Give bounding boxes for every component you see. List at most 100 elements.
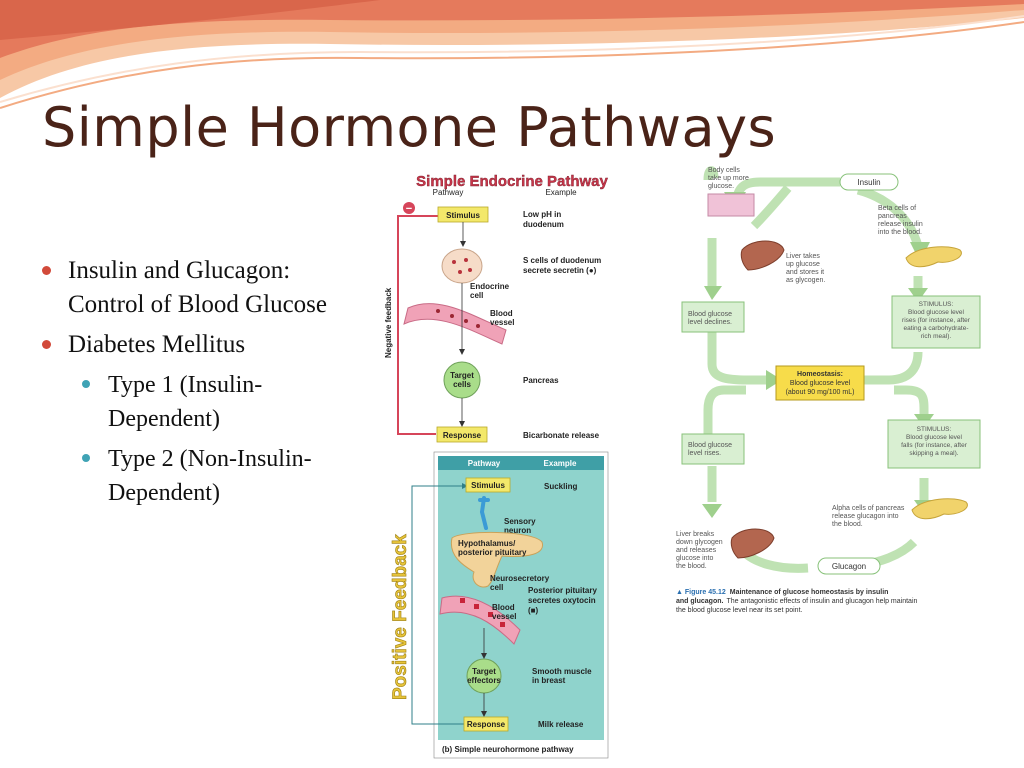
neuro-col-example: Example — [544, 459, 577, 468]
liver-takes-3: and stores it — [786, 269, 824, 276]
neuro-blood-vessel — [439, 595, 521, 645]
neuro-caption: (b) Simple neurohormone pathway — [442, 745, 574, 754]
target-label-2: cells — [453, 380, 471, 389]
stimulus-rise-box — [891, 295, 981, 349]
ex-stimulus-2: duodenum — [523, 220, 564, 229]
neuro-ex-response: Milk release — [538, 720, 584, 729]
pancreas-icon-top — [905, 246, 962, 268]
sensory-label-2: neuron — [504, 526, 531, 535]
neuro-ex-stimulus: Suckling — [544, 482, 577, 491]
response-box — [436, 426, 488, 443]
beta-4: into the blood. — [878, 229, 922, 236]
ex-stimulus-1: Low pH in — [523, 210, 561, 219]
neuro-stimulus-box — [465, 477, 511, 493]
insulin-label: Insulin — [857, 178, 880, 187]
ex-pit-3: (■) — [528, 606, 538, 615]
blood-vessel-label-2: vessel — [490, 318, 514, 327]
positive-feedback-label: Positive Feedback — [390, 534, 411, 700]
ex-pit-1: Posterior pituitary — [528, 586, 597, 595]
alpha-1: Alpha cells of pancreas — [832, 505, 905, 512]
neurohormone-pathway-diagram: Positive Feedback Pathway Example Stimul… — [390, 451, 609, 759]
pancreas-icon-bottom — [911, 498, 968, 520]
neuro-stimulus-label: Stimulus — [471, 481, 505, 490]
col-example: Example — [545, 188, 577, 197]
target-label-1: Target — [450, 371, 474, 380]
liver-breaks-2: down glycogen — [676, 539, 723, 546]
col-pathway: Pathway — [433, 188, 464, 197]
neuro-target-label-2: effectors — [467, 676, 501, 685]
homeostasis-1: Homeostasis: — [797, 371, 843, 378]
bullet-insulin-glucagon: Insulin and Glucagon: Control of Blood G… — [38, 254, 338, 322]
subbullet-type-2: Type 2 (Non-Insulin-Dependent) — [78, 442, 338, 510]
neuro-ex-target-1: Smooth muscle — [532, 667, 592, 676]
stim-rise-4: eating a carbohydrate- — [903, 325, 968, 332]
subbullet-type-1: Type 1 (Insulin-Dependent) — [78, 368, 338, 436]
bg-declines-2: level declines. — [688, 319, 732, 326]
stim-fall-1: STIMULUS: — [917, 426, 952, 433]
ex-pit-2: secretes oxytocin — [528, 596, 596, 605]
alpha-2: release glucagon into — [832, 513, 899, 520]
hypothalamus-shape — [450, 531, 543, 588]
header-banner — [0, 0, 1024, 109]
bullet-diabetes: Diabetes Mellitus — [38, 328, 338, 362]
liver-breaks-1: Liver breaks — [676, 531, 715, 538]
body-cells-image — [707, 193, 755, 217]
bg-rises-box — [681, 433, 745, 465]
blood-vessel — [403, 303, 507, 345]
liver-icon-bottom — [730, 528, 775, 559]
sensory-label-1: Sensory — [504, 517, 536, 526]
svg-text:and glucagon.The antagonistic: and glucagon.The antagonistic effects of… — [676, 598, 918, 605]
neurosec-label-2: cell — [490, 583, 503, 592]
fig-title-2: and glucagon. — [676, 598, 724, 605]
liver-breaks-3: and releases — [676, 547, 717, 554]
beta-2: pancreas — [878, 213, 907, 220]
response-label: Response — [443, 431, 482, 440]
body-cells-3: glucose. — [708, 183, 734, 190]
homeostasis-2: Blood glucose level — [790, 380, 851, 387]
ex-response: Bicarbonate release — [523, 431, 600, 440]
hypo-label-2: posterior pituitary — [458, 548, 527, 557]
ex-cell-2: secrete secretin (●) — [523, 266, 597, 275]
liver-takes-2: up glucose — [786, 261, 820, 268]
endocrine-heading: Simple Endocrine Pathway — [416, 173, 608, 190]
stimulus-label: Stimulus — [446, 211, 480, 220]
minus-icon — [403, 202, 415, 214]
homeostasis-box — [775, 365, 865, 401]
blood-vessel-label-1: Blood — [490, 309, 513, 318]
neuro-response-label: Response — [467, 720, 506, 729]
liver-takes-4: as glycogen. — [786, 277, 825, 284]
liver-icon-top — [740, 240, 785, 271]
minus-sign: − — [406, 203, 412, 215]
sensory-neuron-icon — [478, 496, 490, 530]
body-cells-2: take up more — [708, 175, 749, 182]
liver-takes-1: Liver takes — [786, 253, 820, 260]
neuro-target-label-1: Target — [472, 667, 496, 676]
neurosec-label-1: Neurosecretory — [490, 574, 550, 583]
fig-title: Maintenance of glucose homeostasis by in… — [730, 589, 889, 596]
negative-feedback-label: Negative feedback — [384, 287, 393, 358]
glucagon-label: Glucagon — [832, 562, 866, 571]
endocrine-pathway-diagram: Simple Endocrine Pathway Pathway Example… — [378, 168, 646, 450]
stim-rise-2: Blood glucose level — [908, 309, 965, 316]
bg-rises-2: level rises. — [688, 450, 721, 457]
endocrine-cell-label-1: Endocrine — [470, 282, 510, 291]
endocrine-cell — [441, 248, 483, 284]
neuro-vessel-label-1: Blood — [492, 603, 515, 612]
bg-declines-1: Blood glucose — [688, 311, 732, 318]
stimulus-fall-box — [887, 419, 981, 469]
neuro-ex-target-2: in breast — [532, 676, 566, 685]
liver-breaks-4: glucose into — [676, 555, 713, 562]
fig-label: ▲ Figure 45.12 — [676, 589, 726, 596]
bg-declines-box — [681, 301, 745, 333]
slide-title: Simple Hormone Pathways — [42, 96, 777, 159]
neuro-col-pathway: Pathway — [468, 459, 501, 468]
endocrine-cell-label-2: cell — [470, 291, 483, 300]
neuro-response-box — [463, 716, 509, 732]
